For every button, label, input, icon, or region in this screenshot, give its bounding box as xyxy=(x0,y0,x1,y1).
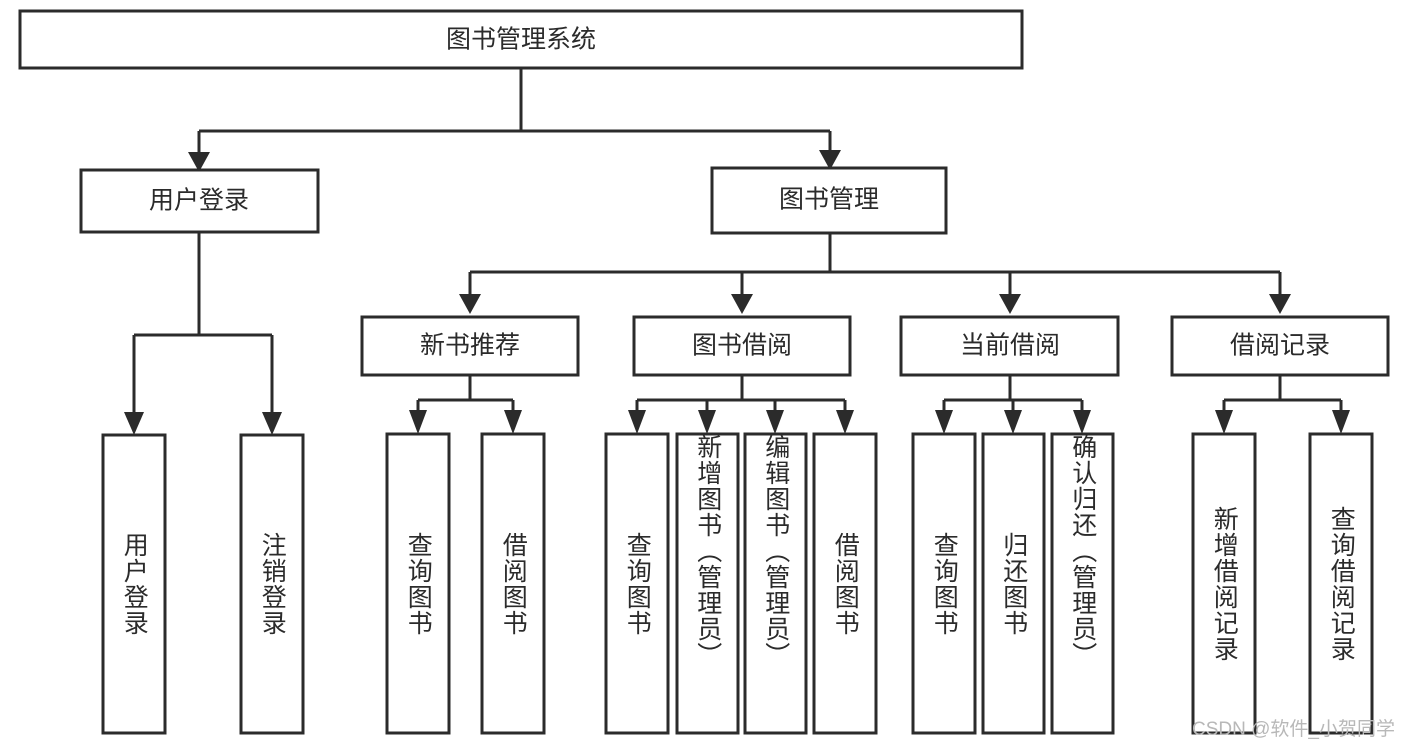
node-borrow-record-label: 借阅记录 xyxy=(1230,332,1330,360)
arrow-head-leaf-4 xyxy=(504,410,522,434)
node-book-management-label: 图书管理 xyxy=(779,186,879,214)
node-book-management-box[interactable] xyxy=(710,166,948,235)
arrow-head-record xyxy=(1269,294,1291,314)
leaf-query-record-box[interactable] xyxy=(1308,432,1374,735)
node-borrow-record[interactable]: 借阅记录 xyxy=(1170,315,1390,377)
arrow-head-leaf-2 xyxy=(262,412,282,435)
arrow-head-leaf-5 xyxy=(628,410,646,434)
arrow-heads xyxy=(124,150,1350,435)
leaf-confirm-return-box[interactable] xyxy=(1050,432,1115,735)
node-root-label: 图书管理系统 xyxy=(446,26,596,54)
arrow-head-leaf-12 xyxy=(1215,410,1233,434)
leaf-query-book-3-box[interactable] xyxy=(911,432,977,735)
arrow-head-leaf-3 xyxy=(409,410,427,434)
arrow-head-recommend xyxy=(459,294,481,314)
leaf-nodes xyxy=(101,432,1374,735)
node-book-management[interactable]: 图书管理 xyxy=(710,166,948,235)
node-new-book-recommend[interactable]: 新书推荐 xyxy=(360,315,580,377)
node-book-borrow[interactable]: 图书借阅 xyxy=(632,315,852,377)
node-current-borrow-label: 当前借阅 xyxy=(960,332,1060,360)
leaf-edit-book-box[interactable] xyxy=(743,432,808,735)
arrow-head-leaf-8 xyxy=(836,410,854,434)
node-book-borrow-label: 图书借阅 xyxy=(692,332,792,360)
leaf-user-login-box[interactable] xyxy=(101,433,167,735)
node-user-login[interactable]: 用户登录 xyxy=(79,168,320,234)
node-current-borrow[interactable]: 当前借阅 xyxy=(899,315,1120,377)
leaf-query-book-1-box[interactable] xyxy=(385,432,451,735)
node-new-book-recommend-label: 新书推荐 xyxy=(420,332,520,360)
leaf-add-record-box[interactable] xyxy=(1191,432,1257,735)
leaf-logout-box[interactable] xyxy=(239,433,305,735)
node-user-login-box[interactable] xyxy=(79,168,320,234)
node-new-book-recommend-box[interactable] xyxy=(360,315,580,377)
leaf-query-book-2-box[interactable] xyxy=(604,432,670,735)
node-book-borrow-box[interactable] xyxy=(632,315,852,377)
arrow-head-book-management xyxy=(819,150,841,170)
node-borrow-record-box[interactable] xyxy=(1170,315,1390,377)
arrow-head-borrow xyxy=(731,294,753,314)
node-current-borrow-box[interactable] xyxy=(899,315,1120,377)
arrow-head-leaf-10 xyxy=(1004,410,1022,434)
arrow-head-leaf-6 xyxy=(698,410,716,434)
arrow-head-leaf-1 xyxy=(124,412,144,435)
leaf-borrow-book-2-box[interactable] xyxy=(812,432,878,735)
node-root[interactable]: 图书管理系统 xyxy=(18,9,1024,70)
arrow-head-leaf-7 xyxy=(766,410,784,434)
arrow-head-leaf-11 xyxy=(1073,410,1091,434)
arrow-head-leaf-13 xyxy=(1332,410,1350,434)
arrow-head-user-login xyxy=(188,152,210,172)
arrow-head-leaf-9 xyxy=(935,410,953,434)
arrow-head-current xyxy=(999,294,1021,314)
leaf-return-book-box[interactable] xyxy=(981,432,1046,735)
node-root-box[interactable] xyxy=(18,9,1024,70)
leaf-borrow-book-1-box[interactable] xyxy=(480,432,546,735)
leaf-add-book-box[interactable] xyxy=(675,432,740,735)
node-user-login-label: 用户登录 xyxy=(149,187,249,215)
